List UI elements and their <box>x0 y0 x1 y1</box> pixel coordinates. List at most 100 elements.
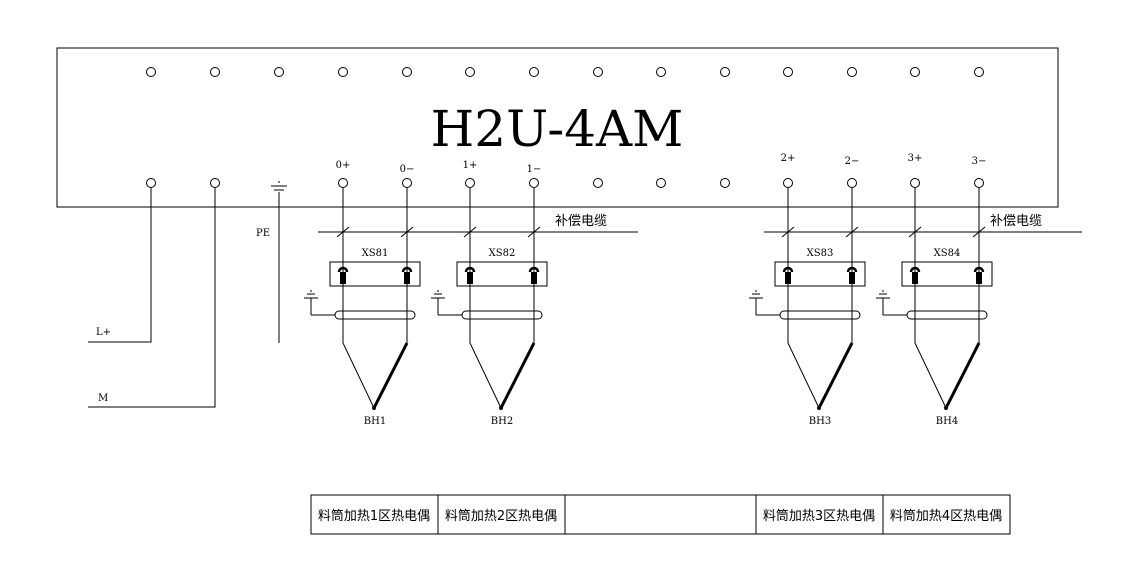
plug-icon <box>785 272 791 284</box>
terminal-label: 3− <box>972 156 987 167</box>
ground-icon <box>271 181 287 191</box>
ground-icon <box>876 290 907 316</box>
plug-icon <box>531 272 537 284</box>
label-table: 料筒加热1区热电偶 料筒加热2区热电偶 料筒加热3区热电偶 料筒加热4区热电偶 <box>310 494 1011 535</box>
terminal-screw <box>974 67 984 77</box>
junction <box>372 406 376 410</box>
terminal-screw <box>847 178 857 188</box>
cable-slash <box>336 226 350 238</box>
cable-slash <box>463 226 477 238</box>
terminal-label: 2+ <box>781 153 796 164</box>
wire <box>787 188 853 409</box>
plug-icon <box>849 272 855 284</box>
connector-label: XS83 <box>807 248 834 259</box>
terminal-screw <box>146 67 156 77</box>
plug-icon <box>464 266 476 273</box>
terminal-screw <box>720 67 730 77</box>
terminal-screw <box>210 178 220 188</box>
table-cell: 料筒加热4区热电偶 <box>890 508 1002 524</box>
sensor-label: BH2 <box>491 416 513 427</box>
shield-sleeve <box>461 310 543 320</box>
terminal-label: 0+ <box>336 160 351 171</box>
plug-icon <box>528 266 540 273</box>
connector-label: XS84 <box>934 248 961 259</box>
wire-negative <box>817 342 854 409</box>
plug-icon <box>846 266 858 273</box>
terminal-screw <box>210 67 220 77</box>
terminal-screw <box>593 67 603 77</box>
terminal-screw <box>402 178 412 188</box>
junction <box>499 406 503 410</box>
plug-icon <box>782 266 794 273</box>
terminal-screw <box>847 67 857 77</box>
wire <box>914 188 980 409</box>
terminal-screw <box>338 178 348 188</box>
bottom-terminals <box>146 178 984 188</box>
cable-slash <box>845 226 859 238</box>
cable-slash <box>908 226 922 238</box>
terminal-screw <box>593 178 603 188</box>
connector-box <box>456 261 548 287</box>
connector-box <box>774 261 866 287</box>
table-cell: 料筒加热1区热电偶 <box>318 508 430 524</box>
plug-icon <box>912 272 918 284</box>
shield-sleeve <box>906 310 988 320</box>
plug-icon <box>467 272 473 284</box>
terminal-screw <box>529 178 539 188</box>
cable-label: 补偿电缆 <box>555 213 607 229</box>
terminal-label: 1− <box>527 164 542 175</box>
connector-box <box>329 261 421 287</box>
connector-label: XS81 <box>362 248 389 259</box>
pe-label: PE <box>256 228 270 239</box>
plug-icon <box>909 266 921 273</box>
lplus-label: L+ <box>96 327 111 338</box>
terminal-screw <box>465 67 475 77</box>
connector-label: XS82 <box>489 248 516 259</box>
sensor-label: BH3 <box>809 416 831 427</box>
terminal-screw <box>910 67 920 77</box>
wire-negative <box>372 342 409 409</box>
plug-icon <box>404 272 410 284</box>
terminal-screw <box>274 67 284 77</box>
cable-slash <box>400 226 414 238</box>
terminal-screw <box>146 178 156 188</box>
terminal-label: 0− <box>400 164 415 175</box>
terminal-screw <box>338 67 348 77</box>
plug-icon <box>401 266 413 273</box>
table-cell: 料筒加热2区热电偶 <box>445 508 557 524</box>
terminal-screw <box>656 67 666 77</box>
shield-sleeve <box>334 310 416 320</box>
power-wires <box>88 188 280 408</box>
terminal-screw <box>783 67 793 77</box>
terminal-label: 2− <box>845 156 860 167</box>
plug-icon <box>340 272 346 284</box>
terminal-label: 3+ <box>908 153 923 164</box>
wire <box>342 188 408 409</box>
wire-negative <box>499 342 536 409</box>
ground-icon <box>749 290 780 316</box>
terminal-label: 1+ <box>463 160 478 171</box>
cable-slash <box>781 226 795 238</box>
terminal-screw <box>656 178 666 188</box>
terminal-screw <box>720 178 730 188</box>
terminal-screw <box>529 67 539 77</box>
m-label: M <box>98 393 108 404</box>
plug-icon <box>973 266 985 273</box>
plug-icon <box>337 266 349 273</box>
junction <box>944 406 948 410</box>
module-box <box>56 47 1059 208</box>
ground-icon <box>304 290 335 316</box>
terminal-screw <box>783 178 793 188</box>
terminal-screw <box>974 178 984 188</box>
top-terminals <box>146 67 984 77</box>
plug-icon <box>976 272 982 284</box>
connector-box <box>901 261 993 287</box>
junction <box>817 406 821 410</box>
terminal-screw <box>465 178 475 188</box>
terminal-screw <box>910 178 920 188</box>
